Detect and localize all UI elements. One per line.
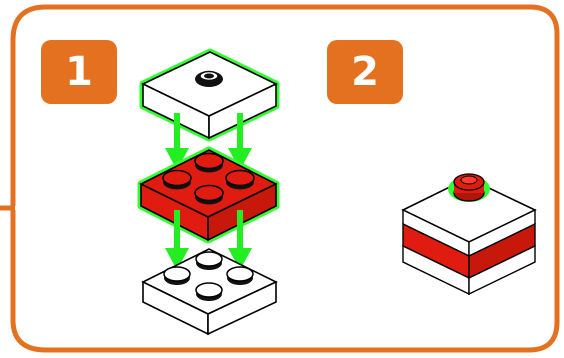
step-1-number: 1	[65, 49, 93, 95]
step-1-badge: 1	[41, 40, 117, 104]
down-arrow-icon	[228, 113, 252, 170]
assembled-stack	[401, 173, 537, 296]
down-arrow-icon	[165, 210, 189, 270]
white-plate-bottom	[141, 248, 278, 336]
red-plate	[137, 146, 280, 244]
down-arrow-icon	[165, 113, 189, 170]
step-2-number: 2	[351, 49, 379, 95]
panel-frame	[10, 4, 560, 353]
white-plate-top	[139, 48, 280, 142]
down-arrow-icon	[228, 210, 252, 270]
step-2-badge: 2	[327, 40, 403, 104]
